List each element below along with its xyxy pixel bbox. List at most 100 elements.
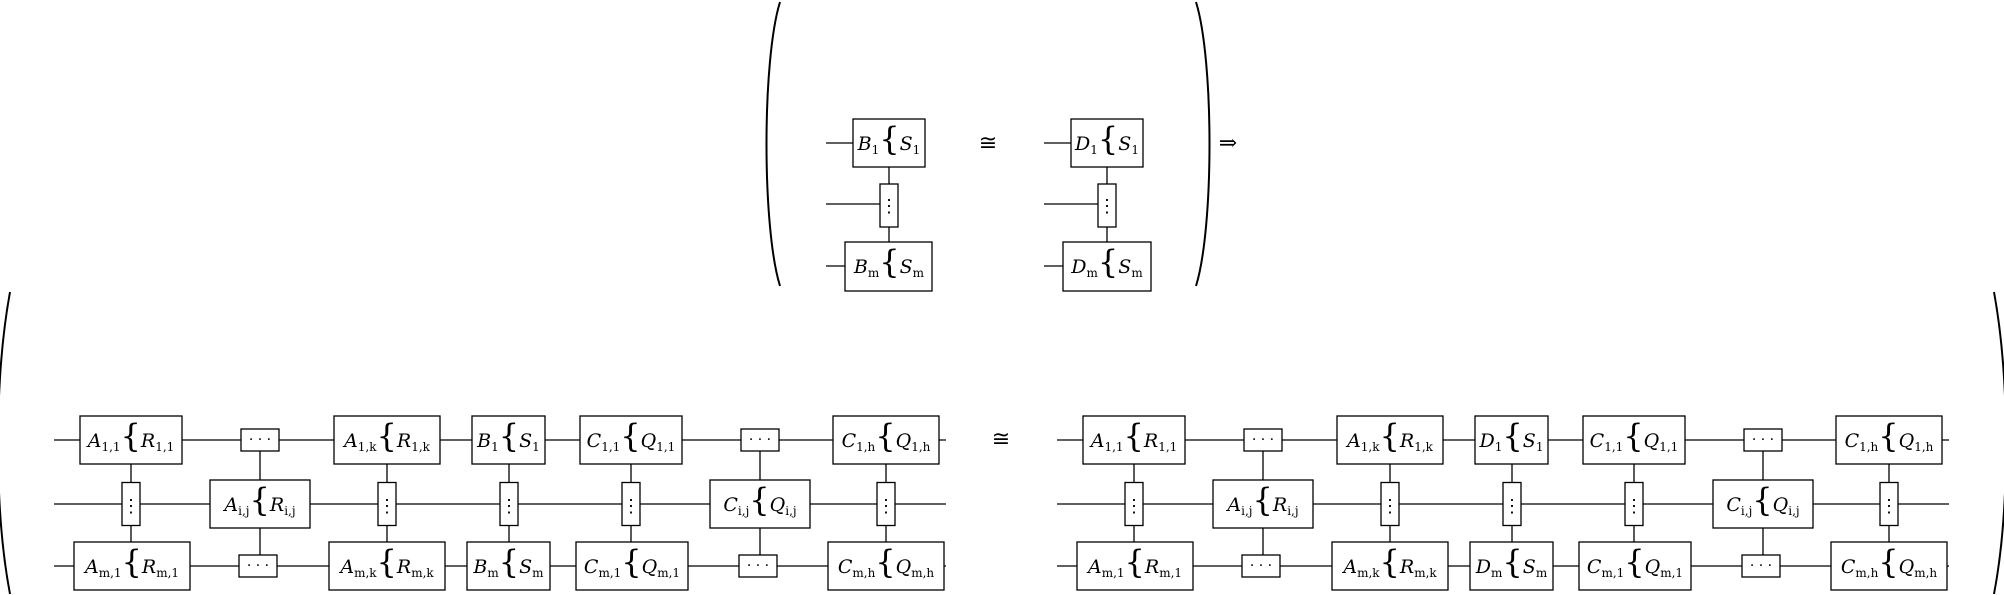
vdots-middle-0	[1124, 481, 1144, 527]
gate-bottom-2-label: Bm{Sm	[472, 543, 544, 581]
vdots-middle-0-glyph: ⋮	[1125, 496, 1143, 517]
gate-bottom-2-label: Dm{Sm	[1475, 543, 1548, 581]
hdots-top-0	[1243, 428, 1283, 452]
premise-rhs-vdots: ⋮	[1098, 196, 1116, 217]
gate-middle-0-label: Ai,j{Ri,j	[1225, 481, 1298, 519]
gate-bottom-0-label: Am,1{Rm,1	[83, 543, 179, 581]
gate-top-0-label: A1,1{R1,1	[1089, 417, 1178, 455]
gate-top-2	[471, 415, 546, 465]
gate-top-2-label: D1{S1	[1479, 417, 1544, 455]
hdots-top-1	[740, 428, 780, 452]
gate-bottom-3-label: Cm,1{Qm,1	[1587, 543, 1683, 581]
premise-rhs-gate-top	[1070, 118, 1144, 168]
premise-lhs-gate-bottom	[844, 241, 933, 292]
gate-bottom-2	[1469, 541, 1554, 591]
hdots-top-0	[240, 428, 280, 452]
hdots-top-0-glyph: · · ·	[1252, 432, 1274, 448]
vdots-middle-4	[876, 481, 896, 527]
gate-top-2-label: B1{S1	[476, 417, 540, 455]
hdots-bottom-0	[1241, 554, 1281, 578]
vdots-middle-2-glyph: ⋮	[500, 496, 518, 517]
premise-rhs-circuit: D1{S1 ⋮ Dm{Sm	[1044, 118, 1152, 292]
premise-rhs-gate-bottom	[1062, 241, 1152, 292]
premise-rhs-gate-top-label: D1{S1	[1074, 120, 1139, 158]
vdots-middle-4	[1879, 481, 1899, 527]
gate-top-3	[1582, 415, 1686, 465]
vdots-middle-2	[499, 481, 519, 527]
gate-bottom-4	[827, 541, 945, 591]
implies-symbol: ⇒	[1219, 131, 1237, 156]
gate-bottom-2	[466, 541, 551, 591]
premise-lhs-gate-bottom-label: Bm{Sm	[853, 243, 925, 281]
hdots-bottom-1-glyph: · · ·	[747, 558, 769, 574]
vdots-middle-0-glyph: ⋮	[122, 496, 140, 517]
vdots-middle-2-glyph: ⋮	[1503, 496, 1521, 517]
gate-middle-1	[709, 479, 811, 529]
vdots-middle-1-glyph: ⋮	[378, 496, 396, 517]
gate-top-3-label: C1,1{Q1,1	[1590, 417, 1679, 455]
hdots-bottom-0	[238, 554, 278, 578]
gate-top-1	[1336, 415, 1444, 465]
gate-top-4-label: C1,h{Q1,h	[1845, 417, 1934, 455]
gate-bottom-1	[328, 541, 446, 591]
gate-bottom-1-label: Am,k{Rm,k	[338, 543, 434, 581]
gate-top-3-label: C1,1{Q1,1	[587, 417, 676, 455]
vdots-middle-4-glyph: ⋮	[1880, 496, 1898, 517]
gate-bottom-0	[1076, 541, 1194, 591]
hdots-bottom-0-glyph: · · ·	[247, 558, 269, 574]
gate-bottom-1-label: Am,k{Rm,k	[1341, 543, 1437, 581]
gate-bottom-4-label: Cm,h{Qm,h	[1841, 543, 1938, 581]
gate-middle-0	[1212, 479, 1314, 529]
gate-top-0	[1082, 415, 1186, 465]
premise-lhs-vdots: ⋮	[880, 196, 898, 217]
gate-top-4	[832, 415, 940, 465]
hdots-top-1-glyph: · · ·	[1752, 432, 1774, 448]
conclusion-right-paren	[1993, 291, 2004, 595]
gate-bottom-3	[575, 541, 689, 591]
gate-bottom-0	[73, 541, 191, 591]
gate-middle-1	[1712, 479, 1814, 529]
gate-bottom-4-label: Cm,h{Qm,h	[838, 543, 935, 581]
hdots-bottom-0-glyph: · · ·	[1250, 558, 1272, 574]
hdots-top-1	[1743, 428, 1783, 452]
hdots-bottom-1-glyph: · · ·	[1750, 558, 1772, 574]
premise-iso-symbol: ≅	[979, 131, 997, 156]
conclusion-iso-symbol: ≅	[992, 427, 1010, 452]
vdots-middle-2	[1502, 481, 1522, 527]
vdots-middle-1-glyph: ⋮	[1381, 496, 1399, 517]
gate-top-2	[1474, 415, 1549, 465]
hdots-bottom-1	[1741, 554, 1781, 578]
vdots-middle-3-glyph: ⋮	[622, 496, 640, 517]
gate-top-1	[333, 415, 441, 465]
gate-middle-1-label: Ci,j{Qi,j	[723, 481, 796, 519]
gate-middle-0	[209, 479, 311, 529]
premise-right-paren	[1195, 1, 1211, 287]
vdots-middle-3-glyph: ⋮	[1625, 496, 1643, 517]
gate-bottom-3	[1578, 541, 1692, 591]
premise-rhs-vdots-box	[1097, 183, 1117, 228]
gate-top-0	[79, 415, 183, 465]
hdots-top-1-glyph: · · ·	[749, 432, 771, 448]
vdots-middle-1	[1380, 481, 1400, 527]
premise-lhs-gate-top	[852, 118, 926, 168]
hdots-top-0-glyph: · · ·	[249, 432, 271, 448]
premise-left-paren	[765, 1, 781, 287]
hdots-bottom-1	[738, 554, 778, 578]
vdots-middle-4-glyph: ⋮	[877, 496, 895, 517]
premise-rhs-gate-bottom-label: Dm{Sm	[1070, 243, 1143, 281]
gate-top-4	[1835, 415, 1943, 465]
conclusion-rhs-circuit: A1,1{R1,1 A1,k{R1,k D1{S1 C1,1{Q1,1 C1,h{Q1,…	[1057, 415, 1949, 591]
gate-bottom-3-label: Cm,1{Qm,1	[584, 543, 680, 581]
gate-bottom-1	[1331, 541, 1449, 591]
gate-bottom-0-label: Am,1{Rm,1	[1086, 543, 1182, 581]
vdots-middle-3	[1624, 481, 1644, 527]
gate-top-3	[579, 415, 683, 465]
gate-top-1-label: A1,k{R1,k	[1345, 417, 1434, 455]
gate-top-0-label: A1,1{R1,1	[86, 417, 175, 455]
gate-middle-0-label: Ai,j{Ri,j	[222, 481, 295, 519]
gate-top-4-label: C1,h{Q1,h	[842, 417, 931, 455]
premise-lhs-vdots-box	[879, 183, 899, 228]
conclusion-left-paren	[0, 291, 11, 595]
